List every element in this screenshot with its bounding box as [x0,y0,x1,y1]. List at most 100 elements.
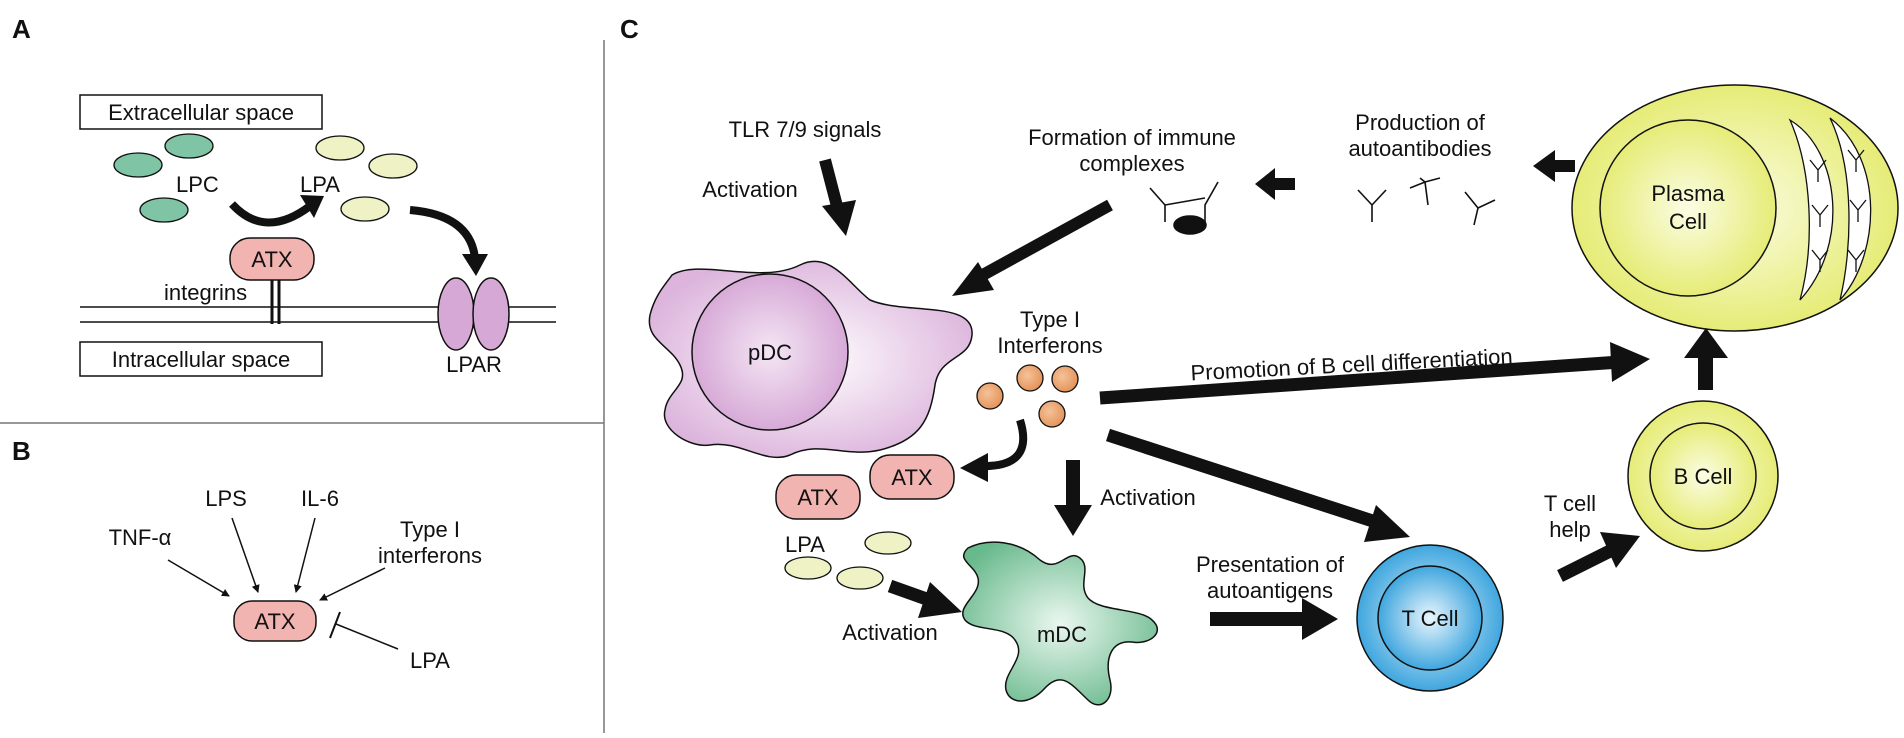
panel-label-a: A [12,14,31,44]
b-cell-label: B Cell [1674,464,1733,489]
t-cell-nucleus [1377,565,1483,671]
promotion-arrowhead [1610,342,1650,382]
atx-label-c: ATX [891,465,932,490]
promotion-arrow-shaft [1099,355,1621,405]
t-help-arrowhead [1600,532,1640,568]
complex-arrow [1255,168,1295,200]
ifn-to-atx-arrowhead [960,453,988,482]
pdc-to-mdc-arrowhead [1054,505,1092,536]
lpc-label: LPC [176,172,219,197]
plasma-label-line2: Cell [1669,209,1707,234]
intracellular-label: Intracellular space [112,347,291,372]
b-to-plasma-arrow-shaft [1698,355,1713,390]
lpa-label-c: LPA [785,532,825,557]
lpa-inhibition-bar [329,611,341,639]
lpar-receptor [437,277,475,351]
lps-arrow [231,517,260,593]
lpa-label-b: LPA [410,648,450,673]
plasma-antibodies [1809,149,1867,272]
tlr-arrow-shaft [819,158,844,212]
atx-regulated [233,600,317,642]
extracellular-box [79,94,323,130]
presentation-arrow-shaft [1210,612,1306,626]
intracellular-box [79,341,323,377]
tnf-arrow [167,559,230,597]
immune-complex-label-line2: complexes [1079,151,1184,176]
complex-to-pdc-arrowhead [952,262,994,296]
lpc-molecule [139,197,189,223]
plasma-nucleus [1599,119,1777,297]
ifn-label-line2: Interferons [997,333,1102,358]
lpar-label: LPAR [446,352,502,377]
lpa-molecule-c [784,556,832,580]
b-cell-nucleus [1649,422,1757,530]
mdc-cell [962,541,1159,706]
conversion-arrow [229,201,313,227]
t-cell-label: T Cell [1401,606,1458,631]
t-help-label-line2: help [1549,517,1591,542]
atx-enzyme-c [775,474,861,520]
atx-label-c: ATX [797,485,838,510]
lpa-molecule-c [864,531,912,555]
tlr-arrowhead [822,200,856,236]
lpa-molecule [340,196,390,222]
immune-complex-icon [1149,181,1219,235]
t-help-arrow-shaft [1557,544,1615,582]
lpa-activation-label: Activation [842,620,937,645]
pdc-activation-label: Activation [702,177,797,202]
lps-label: LPS [205,486,247,511]
mdc-activation-label: Activation [1100,485,1195,510]
panel-label-c: C [620,14,639,44]
mdc-label: mDC [1037,622,1087,647]
ifn-molecule [976,382,1004,410]
pdc-label: pDC [748,340,792,365]
ifn-molecule [1038,400,1066,428]
b-to-plasma-arrowhead [1684,328,1728,358]
atx-enzyme [229,237,315,281]
panel-label-b: B [12,436,31,466]
pdc-nucleus [691,273,849,431]
ifn-to-atx-arrow [979,418,1028,471]
presentation-label-line2: autoantigens [1207,578,1333,603]
presentation-label-line1: Presentation of [1196,552,1345,577]
pdc-to-t-arrowhead [1364,505,1410,542]
receptor-arrow [409,206,479,259]
conversion-arrowhead [300,195,324,218]
lpa-molecule-c [836,566,884,590]
presentation-arrowhead [1302,598,1338,640]
type1-label-line1: Type I [400,517,460,542]
integrins-label: integrins [164,280,247,305]
receptor-arrowhead [462,254,488,276]
ifn-label-line1: Type I [1020,307,1080,332]
t-help-label-line1: T cell [1544,491,1596,516]
atx-label: ATX [251,247,292,272]
type1-arrow [319,567,386,601]
tlr-label: TLR 7/9 signals [729,117,882,142]
pdc-to-t-arrow-shaft [1105,428,1388,532]
pdc-to-mdc-arrow-shaft [1066,460,1080,508]
ifn-molecule [1051,365,1079,393]
autoantibodies-label-line2: autoantibodies [1348,136,1491,161]
lpa-label: LPA [300,172,340,197]
tnf-label: TNF-α [109,525,172,550]
lpa-molecule [315,135,365,161]
lpa-inhibition-line [335,623,399,650]
type1-label-line2: interferons [378,543,482,568]
autoantibodies-label-line1: Production of [1355,110,1486,135]
autoantibody-icons [1357,177,1496,226]
immune-complex-label-line1: Formation of immune [1028,125,1236,150]
lpa-to-mdc-arrowhead [918,582,962,618]
atx-enzyme-c [869,454,955,500]
extracellular-label: Extracellular space [108,100,294,125]
plasma-label-line1: Plasma [1651,181,1725,206]
complex-to-pdc-arrow-shaft [967,199,1113,288]
atx-label-b: ATX [254,609,295,634]
lpc-molecule [164,133,214,159]
lpc-molecule [113,152,163,178]
lpar-receptor [472,277,510,351]
il6-label: IL-6 [301,486,339,511]
il6-arrow [293,517,316,593]
autoantibody-arrow [1533,150,1575,182]
